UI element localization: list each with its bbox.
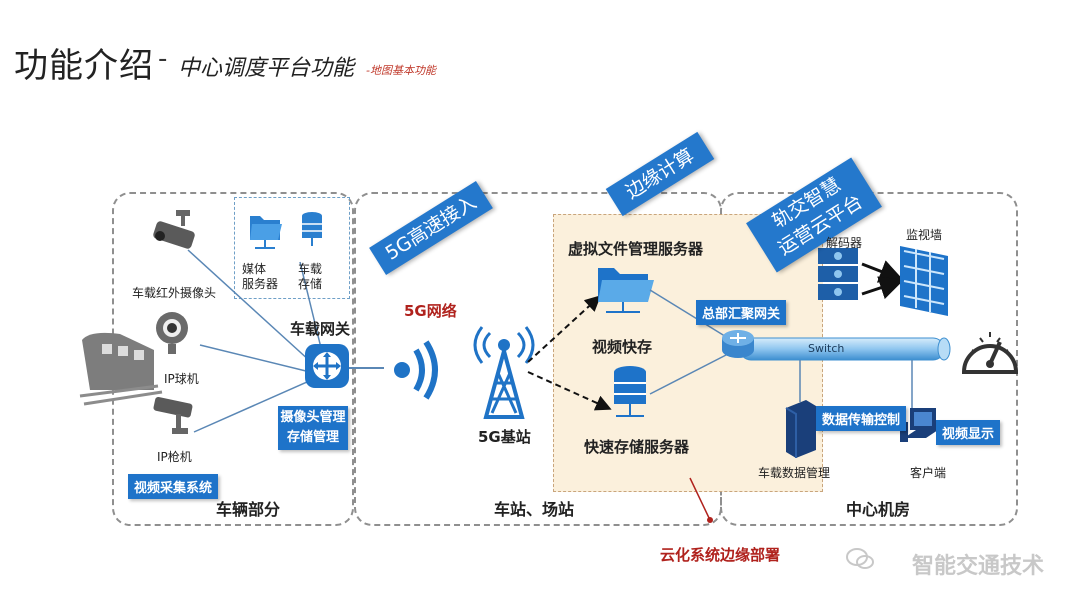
hq-gateway-badge: 总部汇聚网关 [696,300,787,325]
edge-folder-icon [598,268,654,313]
arrow-to-storage [527,371,612,411]
hq-gateway-icon [722,330,754,358]
decoder-icon [818,248,858,300]
media-server-label: 媒体 服务器 [242,262,278,292]
media-server-label-line2: 服务器 [242,277,279,291]
center-zone-label: 中心机房 [846,500,911,519]
vehicle-gateway-label: 车载网关 [290,320,351,338]
ip-dome-link [199,344,311,373]
storage-label: 车载 存储 [298,262,322,292]
gauge-icon [961,332,1019,374]
vfs-hq-link [649,289,729,339]
storage-hq-link [649,353,729,395]
vehicle-data-server-icon [785,400,816,458]
train-icon [79,332,163,406]
data-control-badge: 数据传输控制 [816,406,907,431]
ip-dome-camera-icon [156,312,188,354]
deploy-pointer [689,477,711,521]
camera-mgmt-line1: 摄像头管理 [280,410,346,425]
page-title: 功能介绍 [14,46,154,86]
ir-camera-link [187,249,323,373]
decoder-label: 解码器 [826,236,863,250]
page-subtitle: 中心调度平台功能 [178,56,355,81]
media-server-label-line1: 媒体 [242,262,267,276]
ir-camera-icon [153,210,195,249]
fast-storage-label: 快速存储服务器 [584,438,690,456]
ir-camera-label: 车载红外摄像头 [132,286,217,300]
5g-network-label: 5G网络 [404,302,457,320]
5g-base-station-label: 5G基站 [478,428,531,446]
client-pc-icon [900,408,938,442]
ip-gun-link [193,377,317,433]
video-cache-label: 视频快存 [592,338,653,356]
title-separator: - [158,44,168,74]
page-subtitle-small: -地图基本功能 [366,64,436,77]
camera-mgmt-line2: 存储管理 [286,430,339,445]
ip-gun-camera-icon [153,396,193,434]
switch-label: Switch [808,342,845,355]
ip-dome-label: IP球机 [164,372,199,386]
video-wall-label: 监视墙 [906,228,943,242]
edge-deploy-label: 云化系统边缘部署 [660,546,781,564]
decoder-wall-arrow-2 [861,276,904,300]
storage-link [299,261,323,353]
arrow-to-vfs [527,295,601,363]
client-label: 客户端 [910,466,947,480]
video-collect-badge: 视频采集系统 [128,474,219,499]
decoder-wall-arrow-1 [861,260,904,283]
storage-label-line1: 车载 [298,262,323,276]
vehicle-zone-label: 车辆部分 [216,500,281,519]
camera-mgmt-badge: 摄像头管理 存储管理 [278,406,348,450]
storage-db-icon [302,212,322,246]
storage-label-line2: 存储 [298,277,323,291]
station-zone-label: 车站、场站 [494,500,575,519]
edge-storage-icon [614,366,646,417]
vehicle-data-label: 车载数据管理 [758,466,831,480]
video-wall-icon [900,246,948,316]
folder-icon [250,216,282,249]
wechat-icon [846,548,874,570]
vfs-server-label: 虚拟文件管理服务器 [568,240,704,258]
video-display-badge: 视频显示 [936,420,1001,445]
wireless-icon [394,340,438,400]
media-storage-box [234,197,350,299]
vehicle-gateway-icon [305,344,349,388]
watermark-text: 智能交通技术 [911,554,1044,579]
ip-gun-label: IP枪机 [157,450,192,464]
5g-tower-icon [473,326,535,419]
